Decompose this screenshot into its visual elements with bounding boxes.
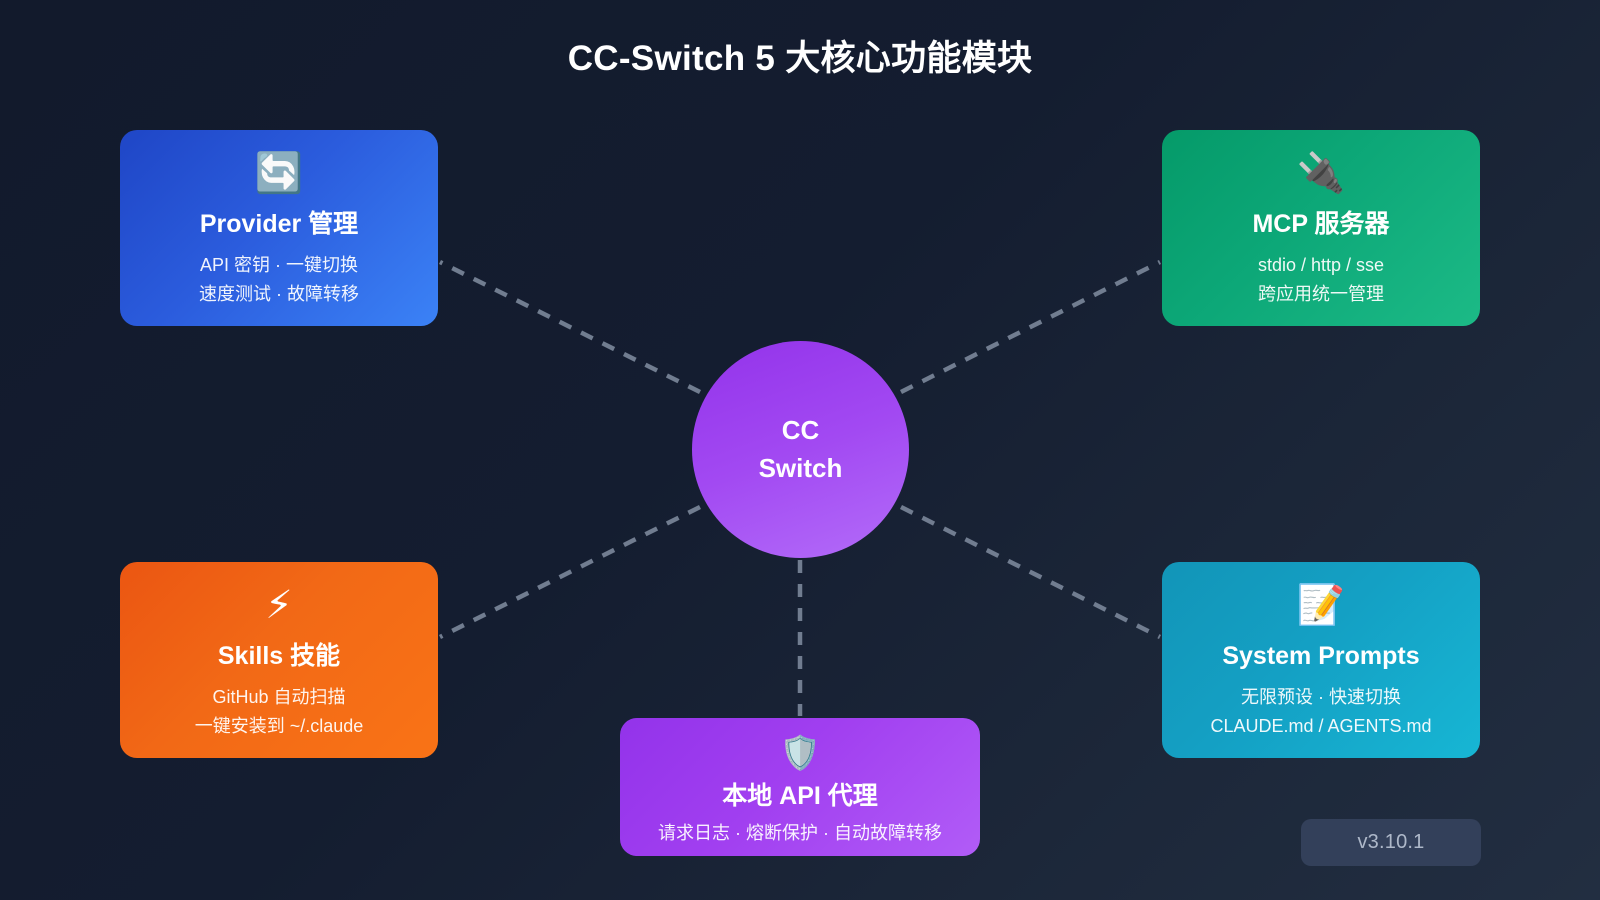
- card-detail-line-2: CLAUDE.md / AGENTS.md: [1210, 716, 1432, 737]
- card-title-mcp: MCP 服务器: [1252, 210, 1390, 238]
- sync-refresh-icon: 🔄: [254, 152, 304, 195]
- hub-label-line-1: CC: [781, 414, 820, 445]
- center-hub-cc-switch[interactable]: CC Switch: [692, 341, 909, 558]
- plug-icon: 🔌: [1296, 152, 1346, 195]
- card-title-provider: Provider 管理: [199, 210, 359, 238]
- card-detail-line-2: 一键安装到 ~/.claude: [194, 716, 364, 737]
- card-detail-line-2: 速度测试 · 故障转移: [199, 284, 359, 305]
- card-detail-line-1: stdio / http / sse: [1257, 255, 1385, 275]
- card-detail-line-1: 请求日志 · 熔断保护 · 自动故障转移: [658, 823, 942, 843]
- version-label: v3.10.1: [1357, 831, 1425, 853]
- card-detail-line-2: 跨应用统一管理: [1258, 284, 1384, 305]
- card-title-skills: Skills 技能: [217, 642, 341, 670]
- card-title-system-prompts: System Prompts: [1222, 642, 1420, 670]
- page-title: CC-Switch 5 大核心功能模块: [567, 39, 1033, 78]
- card-title-local-api-proxy: 本地 API 代理: [722, 782, 878, 810]
- connector-hub-to-skills: [438, 504, 702, 640]
- card-detail-line-1: GitHub 自动扫描: [212, 687, 346, 707]
- connector-hub-to-provider: [438, 259, 702, 395]
- connector-hub-to-mcp: [899, 259, 1162, 395]
- feature-card-provider[interactable]: 🔄 Provider 管理 API 密钥 · 一键切换 速度测试 · 故障转移: [120, 130, 438, 326]
- feature-card-system-prompts[interactable]: 📝 System Prompts 无限预设 · 快速切换 CLAUDE.md /…: [1162, 562, 1480, 758]
- feature-card-local-api-proxy[interactable]: 🛡️ 本地 API 代理 请求日志 · 熔断保护 · 自动故障转移: [620, 718, 980, 856]
- feature-card-mcp[interactable]: 🔌 MCP 服务器 stdio / http / sse 跨应用统一管理: [1162, 130, 1480, 326]
- connector-hub-to-prompts: [899, 504, 1162, 640]
- lightning-bolt-icon: ⚡: [265, 584, 293, 627]
- memo-pencil-icon: 📝: [1296, 584, 1346, 627]
- shield-icon: 🛡️: [779, 734, 821, 771]
- version-badge: v3.10.1: [1301, 819, 1481, 866]
- hub-label-line-2: Switch: [758, 452, 843, 483]
- feature-card-skills[interactable]: ⚡ Skills 技能 GitHub 自动扫描 一键安装到 ~/.claude: [120, 562, 438, 758]
- card-detail-line-1: API 密钥 · 一键切换: [199, 255, 358, 275]
- card-detail-line-1: 无限预设 · 快速切换: [1241, 687, 1401, 707]
